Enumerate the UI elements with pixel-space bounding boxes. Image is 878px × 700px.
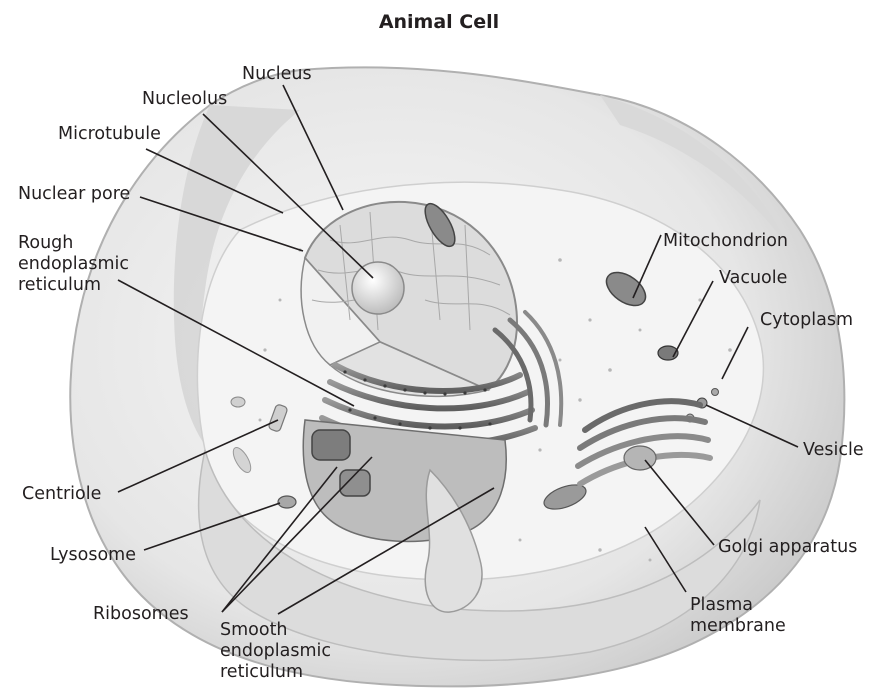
label-golgi-apparatus: Golgi apparatus <box>718 537 857 557</box>
diagram-title: Animal Cell <box>379 11 499 33</box>
lysosome-shape <box>278 496 296 508</box>
nucleolus-shape <box>352 262 404 314</box>
label-smooth-er-line2: endoplasmic <box>220 641 331 661</box>
label-plasma-membrane-line1: Plasma <box>690 595 753 615</box>
label-rough-er-line2: endoplasmic <box>18 254 129 274</box>
label-microtubule: Microtubule <box>58 124 161 144</box>
label-cytoplasm: Cytoplasm <box>760 310 853 330</box>
label-smooth-er-line3: reticulum <box>220 662 303 682</box>
label-rough-er-line1: Rough <box>18 233 73 253</box>
label-centriole: Centriole <box>22 484 101 504</box>
label-plasma-membrane: Plasma membrane <box>690 595 786 636</box>
label-ribosomes: Ribosomes <box>93 604 189 624</box>
label-plasma-membrane-line2: membrane <box>690 616 786 636</box>
label-vesicle: Vesicle <box>803 440 864 460</box>
label-mitochondrion: Mitochondrion <box>663 231 788 251</box>
label-rough-er-line3: reticulum <box>18 275 101 295</box>
cell-illustration <box>70 67 844 686</box>
label-smooth-er-line1: Smooth <box>220 620 288 640</box>
label-lysosome: Lysosome <box>50 545 136 565</box>
label-nuclear-pore: Nuclear pore <box>18 184 130 204</box>
label-vacuole: Vacuole <box>719 268 787 288</box>
label-nucleus: Nucleus <box>242 64 312 84</box>
label-nucleolus: Nucleolus <box>142 89 227 109</box>
